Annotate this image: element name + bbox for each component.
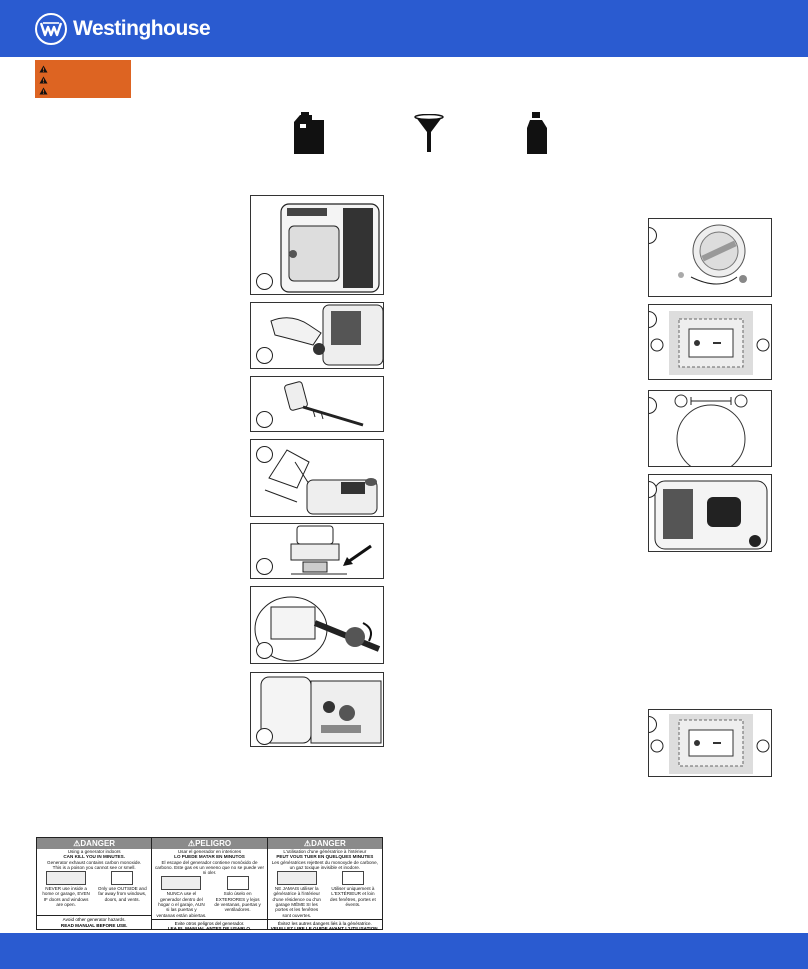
step-panel-7 (250, 672, 384, 747)
danger-col-es: ⚠PELIGRO Usar el generador en interiores… (152, 838, 268, 932)
fuel-cap-dial-illustration (678, 224, 747, 285)
danger-text: READ MANUAL BEFORE USE. (60, 922, 128, 928)
danger-text: Utiliser uniquement à L'EXTÉRIEUR et loi… (330, 886, 376, 908)
danger-text: NE JAMAIS utiliser la génératrice à l'in… (272, 886, 321, 918)
danger-text: Avoid other generator hazards. (62, 917, 126, 923)
danger-text: El escape del generador contiene monóxid… (154, 859, 265, 876)
danger-heading: ⚠DANGER (37, 838, 152, 849)
danger-text: Les génératrices rejettent du monoxyde d… (271, 859, 378, 870)
oil-bottle-icon (527, 112, 547, 154)
step-number-circle (256, 273, 273, 290)
step-panel-r1 (648, 218, 772, 297)
step-panel-4 (250, 439, 384, 517)
generator-side-panel-illustration (280, 203, 380, 293)
danger-text: L'utilisation d'une génératrice à l'inté… (283, 849, 367, 854)
step-panel-r2 (648, 304, 772, 380)
hand-opening-panel-illustration (270, 304, 383, 366)
outdoor-generator-icon (226, 876, 249, 891)
control-panel-closeup-illustration (650, 311, 770, 375)
brand-logo: Westinghouse (35, 13, 211, 45)
danger-text: NUNCA use el generador dentro del hogar … (156, 891, 207, 918)
step-number-circle (256, 728, 273, 745)
danger-text: LO PUEDE MATAR EN MINUTOS (174, 854, 245, 860)
step-panel-r3 (648, 390, 772, 467)
danger-heading: ⚠PELIGRO (152, 838, 267, 849)
house-garage-icon (161, 876, 202, 891)
danger-text: Solo úselo en EXTERIORES y lejos de vent… (214, 891, 261, 913)
danger-text: Évitez les autres dangers liés à la géné… (277, 920, 372, 926)
danger-text: Using a generator indoors (67, 849, 121, 854)
dipstick-illustration (284, 381, 364, 427)
footer-bar (0, 933, 808, 969)
warning-triangle-icon (39, 75, 48, 84)
westinghouse-w-logo-icon (35, 13, 67, 45)
danger-text: LEA EL MANUAL ANTES DE USARLO. (167, 926, 252, 932)
step-panel-3 (250, 376, 384, 432)
step-panel-r5 (648, 709, 772, 777)
control-panel-closeup-illustration (650, 714, 770, 774)
danger-col-fr: ⚠DANGER L'utilisation d'une génératrice … (267, 838, 382, 932)
gauge-window-illustration (674, 394, 748, 466)
house-garage-icon (276, 871, 317, 886)
step-number-circle (256, 411, 273, 428)
hose-coupling-illustration (254, 596, 381, 662)
step-panel-2 (250, 302, 384, 369)
danger-text: This is a poison you cannot see or smell… (52, 864, 136, 870)
warning-triangle-icon (39, 86, 48, 95)
danger-text: Generator exhaust contains carbon monoxi… (47, 859, 142, 865)
pouring-oil-illustration (264, 449, 378, 515)
danger-text: NEVER use inside a home or garage, EVEN … (42, 886, 90, 908)
warning-triangle-icon (39, 64, 48, 73)
generator-front-illustration (654, 480, 768, 550)
danger-text: VEUILLEZ LIRE LE GUIDE AVANT L'UTILISATI… (270, 926, 379, 932)
danger-text: Usar el generador en interiores (177, 849, 242, 854)
co-danger-label: ⚠DANGER Using a generator indoors CAN KI… (36, 837, 383, 932)
outdoor-generator-icon (341, 871, 364, 886)
control-panel-illustration (260, 676, 382, 744)
step-panel-6 (250, 586, 384, 664)
danger-text: CAN KILL YOU IN MINUTES. (63, 854, 125, 860)
outdoor-generator-icon (111, 871, 134, 886)
step-number-circle (256, 446, 273, 463)
warning-box (35, 60, 131, 98)
step-number-circle (256, 347, 273, 364)
danger-text: Only use OUTSIDE and far away from windo… (97, 886, 147, 902)
danger-text: PEUT VOUS TUER EN QUELQUES MINUTES (276, 854, 374, 860)
danger-heading: ⚠DANGER (267, 838, 382, 849)
danger-text: Evite otros peligros del generador. (174, 920, 245, 926)
brand-name: Westinghouse (73, 17, 211, 40)
house-garage-icon (46, 871, 87, 886)
funnel-icon (414, 114, 444, 152)
oil-jug-icon (294, 112, 324, 154)
header-bar: Westinghouse (0, 0, 808, 57)
step-number-circle (256, 642, 273, 659)
step-panel-r4 (648, 474, 772, 552)
danger-col-en: ⚠DANGER Using a generator indoors CAN KI… (37, 838, 153, 929)
step-panel-5 (250, 523, 384, 579)
step-panel-1 (250, 195, 384, 295)
step-number-circle (256, 558, 273, 575)
oil-cap-illustration (290, 525, 372, 575)
